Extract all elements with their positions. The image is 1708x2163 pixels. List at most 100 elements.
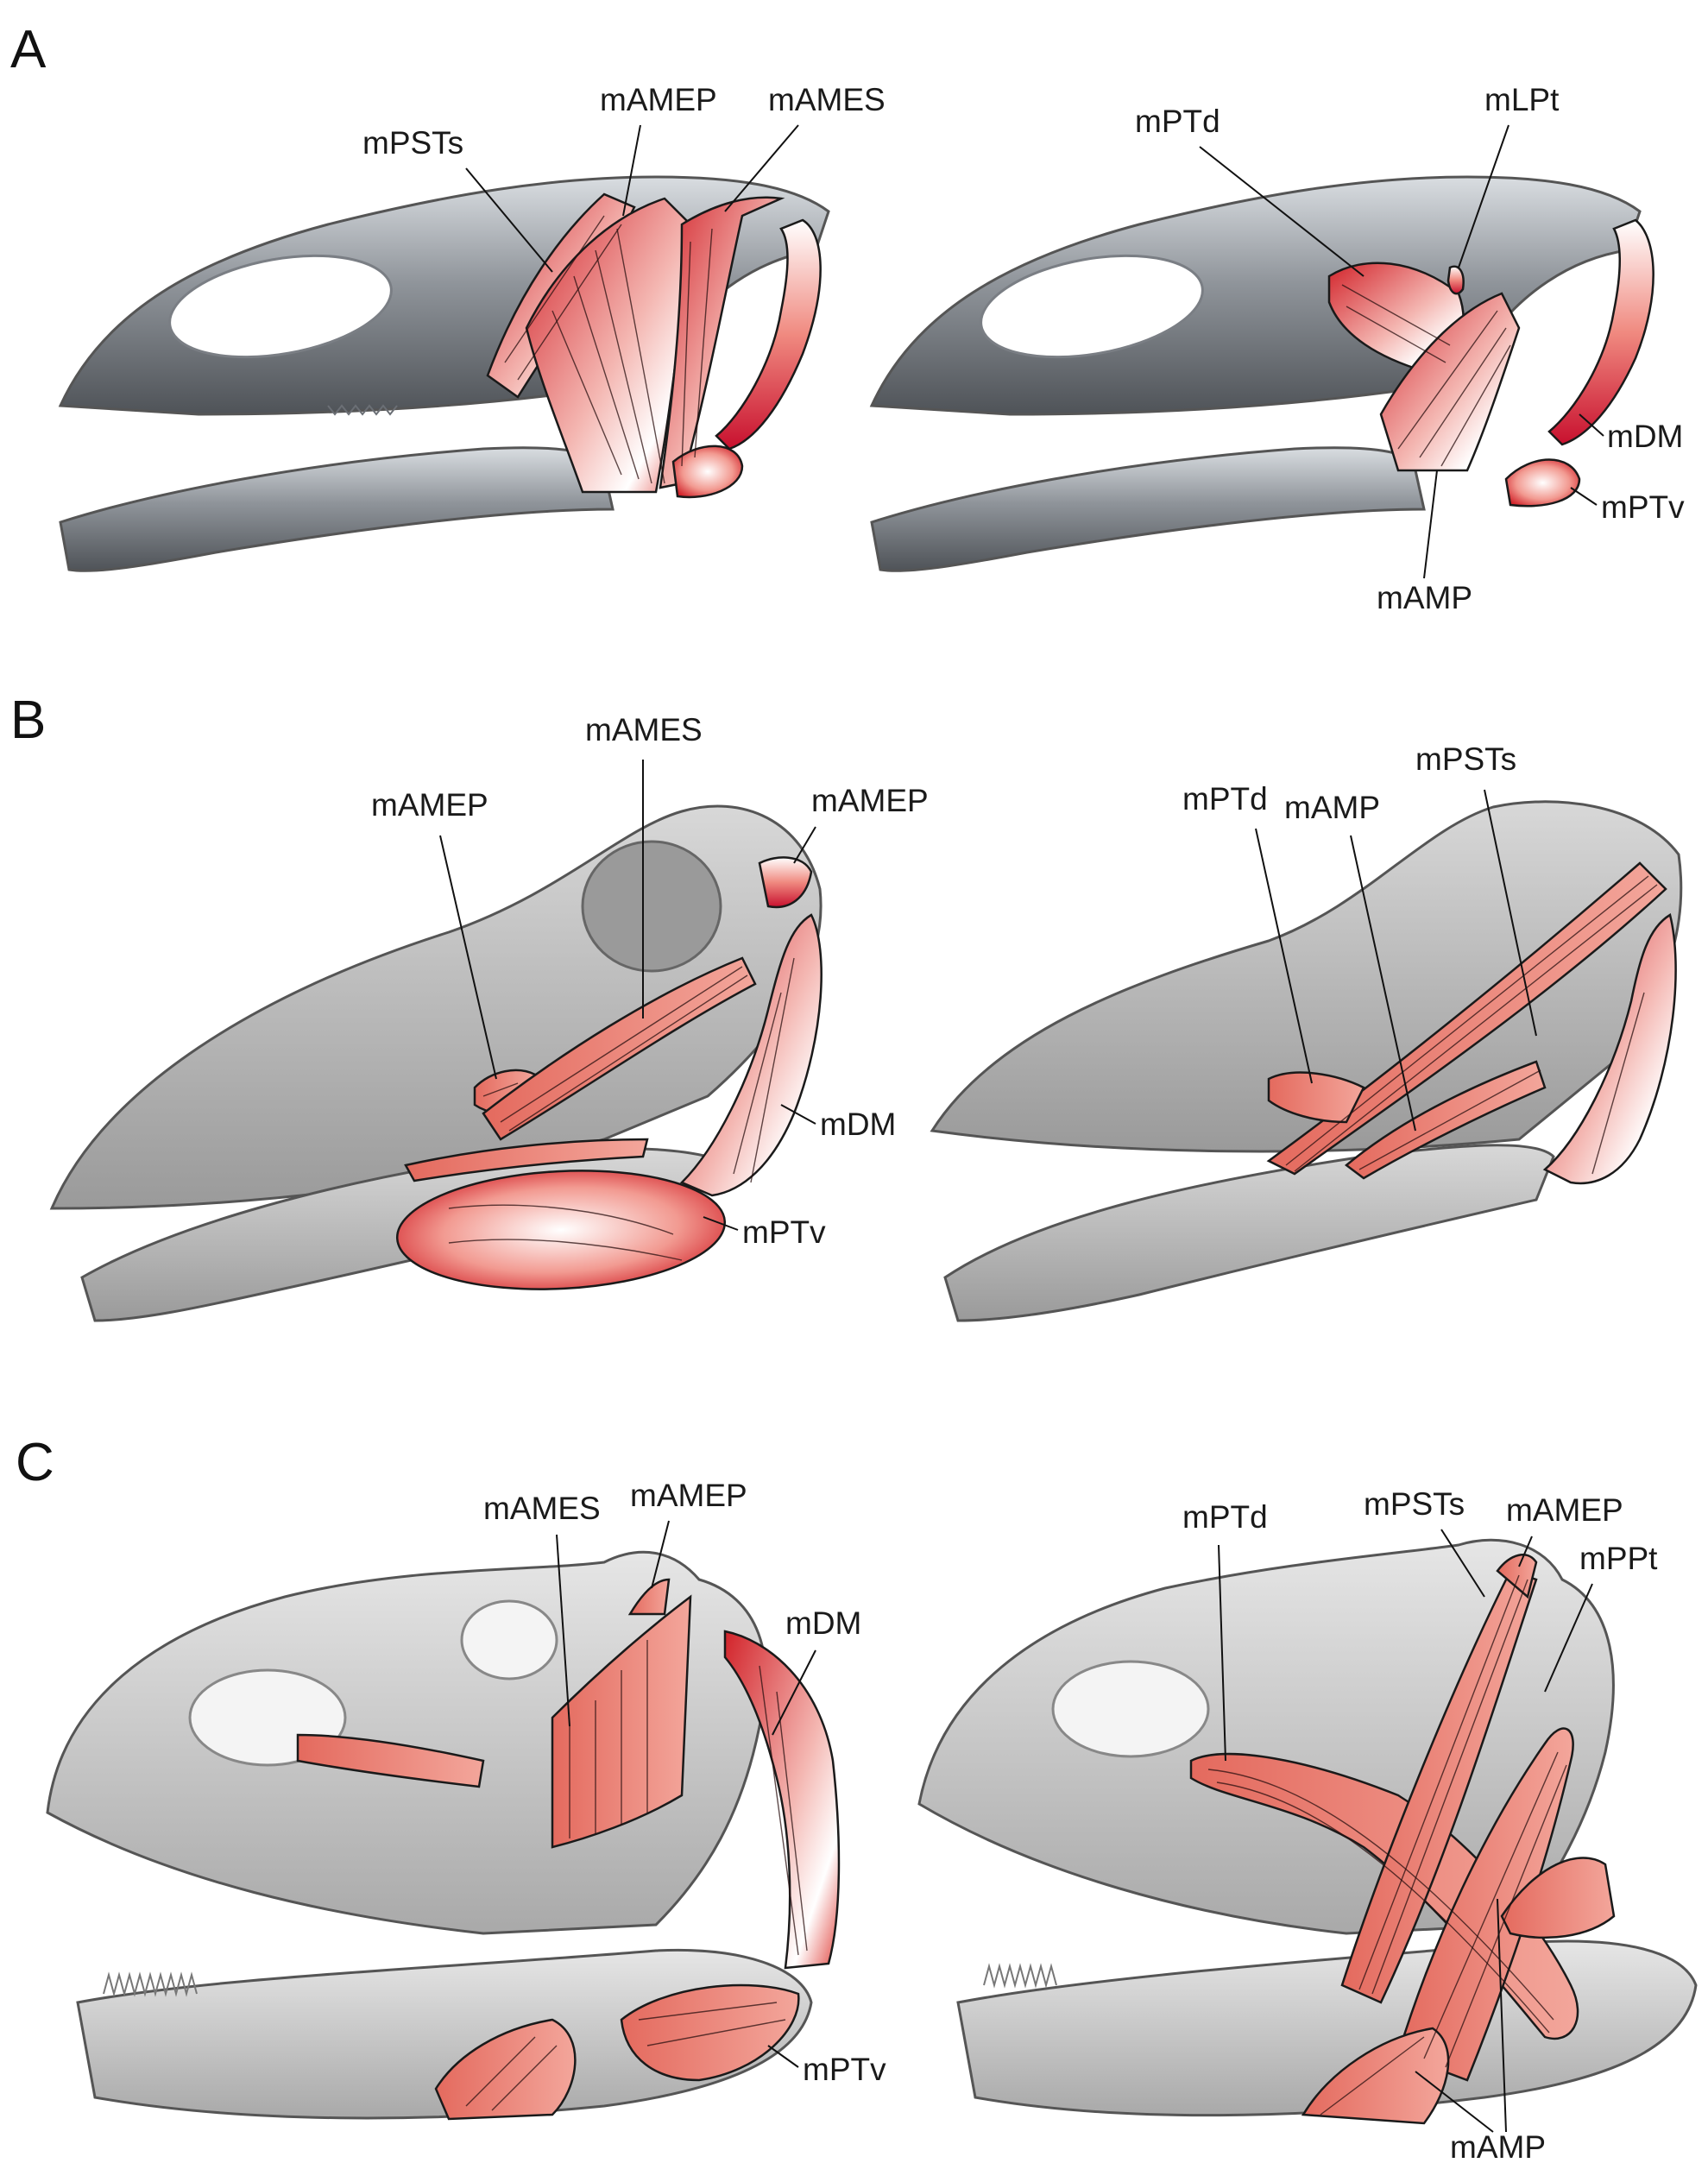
label-mPTv: mPTv — [742, 1214, 826, 1250]
leader-line — [1484, 789, 1537, 1037]
leader-line — [439, 835, 497, 1080]
muscle-mDM — [1542, 913, 1677, 1185]
label-mAMES: mAMES — [768, 82, 886, 117]
muscle-mPTd — [1267, 1071, 1365, 1124]
leader-line — [622, 124, 641, 217]
teeth — [103, 1971, 198, 1997]
leader-line — [793, 826, 816, 864]
panel-c: C — [16, 1433, 1698, 2163]
muscle-mPSTs — [1340, 1569, 1538, 2004]
muscle-mDM — [1547, 218, 1654, 446]
muscle-band — [404, 1138, 649, 1182]
muscle-band — [296, 1733, 485, 1788]
label-mAMEP: mAMEP — [630, 1478, 747, 1513]
leader-line — [651, 1520, 670, 1589]
leader-line — [1518, 1536, 1533, 1567]
label-mPTd: mPTd — [1182, 1499, 1268, 1535]
fibers — [1285, 875, 1658, 1175]
teeth — [983, 1963, 1057, 1989]
label-mDM: mDM — [1607, 419, 1683, 454]
panel-letter-b: B — [10, 691, 46, 750]
muscle-mPTv — [1504, 458, 1581, 508]
label-mLPt: mLPt — [1484, 82, 1560, 117]
panel-b-right-skull — [930, 800, 1683, 1322]
label-mPPt: mPPt — [1579, 1541, 1658, 1576]
label-mAMES: mAMES — [483, 1491, 601, 1526]
leader-line — [1440, 1529, 1485, 1598]
panel-letter-c: C — [16, 1433, 54, 1492]
label-mAMP: mAMP — [1284, 790, 1380, 825]
fibers — [504, 215, 713, 484]
fibers — [465, 1640, 808, 2111]
leader-line — [1350, 835, 1416, 1132]
label-mAMEP: mAMEP — [811, 783, 929, 818]
label-mPTd: mPTd — [1182, 781, 1268, 817]
label-mAMES: mAMES — [585, 712, 703, 747]
leader-line — [1458, 124, 1509, 268]
leader-line — [703, 1216, 739, 1231]
panel-a-left-skull — [58, 175, 830, 572]
leader-line — [1199, 146, 1365, 277]
fibers — [1207, 1574, 1567, 2116]
label-mAMEP: mAMEP — [600, 82, 717, 117]
panel-letter-a: A — [10, 20, 47, 79]
label-mAMEP: mAMEP — [371, 787, 488, 823]
muscle-mAMES — [659, 196, 785, 489]
panel-a-right-skull — [869, 175, 1654, 572]
muscle-lower — [434, 2018, 577, 2121]
leader-line — [556, 1534, 570, 1727]
label-mPTd: mPTd — [1135, 104, 1220, 139]
muscle-mDM — [679, 913, 822, 1197]
antorbital-fenestra — [168, 254, 393, 359]
leader-line — [1579, 413, 1604, 437]
muscle-mPPt — [1500, 1857, 1616, 1939]
mandible — [870, 446, 1426, 572]
leader-line — [780, 1104, 816, 1125]
cranium — [869, 175, 1642, 416]
muscle-mAMEP — [627, 1578, 671, 1616]
muscle-mAMES — [482, 956, 757, 1141]
panel-c-right-skull — [917, 1538, 1698, 2125]
orbit — [460, 1599, 558, 1681]
label-mAMEP: mAMEP — [1506, 1492, 1623, 1528]
panel-b-left-skull — [49, 804, 822, 1322]
teeth — [327, 404, 398, 416]
antorbital-fenestra — [1051, 1660, 1210, 1758]
label-mPSTs: mPSTs — [1415, 741, 1516, 777]
leader-line — [1415, 2071, 1494, 2133]
orbit — [581, 840, 722, 973]
leader-line — [1544, 1583, 1593, 1693]
panel-b: B — [10, 691, 1683, 1322]
label-mDM: mDM — [785, 1605, 861, 1641]
leader-line — [1570, 487, 1598, 506]
muscle-mAMEP-upper — [758, 856, 813, 909]
leader-line — [724, 124, 799, 212]
muscle-mPTv — [671, 445, 744, 499]
leader-line — [772, 1649, 816, 1736]
antorbital-fenestra — [980, 254, 1204, 359]
label-mPTv: mPTv — [803, 2052, 886, 2087]
label-mAMP: mAMP — [1450, 2129, 1546, 2163]
fibers — [1341, 284, 1511, 467]
label-mPSTs: mPSTs — [1364, 1486, 1465, 1522]
leader-line — [1497, 1898, 1507, 2133]
panel-c-labels: mAMES mAMEP mDM mPTv mPTd mPSTs mAMEP mP… — [483, 1478, 1658, 2163]
muscle-mDM — [723, 1630, 841, 1970]
leader-line — [1423, 470, 1438, 579]
panel-a: A — [10, 20, 1685, 615]
label-mAMP: mAMP — [1377, 580, 1472, 615]
panel-a-labels: mPSTs mAMEP mAMES mPTd mLPt mDM mPTv mAM… — [362, 82, 1685, 615]
label-mPTv: mPTv — [1601, 489, 1685, 525]
panel-c-left-skull — [46, 1550, 841, 2121]
muscle-mAMP — [1379, 292, 1521, 472]
leader-line — [1255, 828, 1313, 1084]
muscle-lower — [1301, 2027, 1450, 2125]
label-mDM: mDM — [820, 1107, 896, 1142]
leader-line — [465, 167, 553, 273]
leader-line — [767, 2045, 799, 2068]
mandible — [59, 446, 615, 572]
muscle-mPTv — [395, 1170, 727, 1290]
panel-b-labels: mAMEP mAMES mAMEP mDM mPTv mPTd mAMP mPS… — [371, 712, 1537, 1250]
muscle-mPTv — [620, 1983, 800, 2082]
